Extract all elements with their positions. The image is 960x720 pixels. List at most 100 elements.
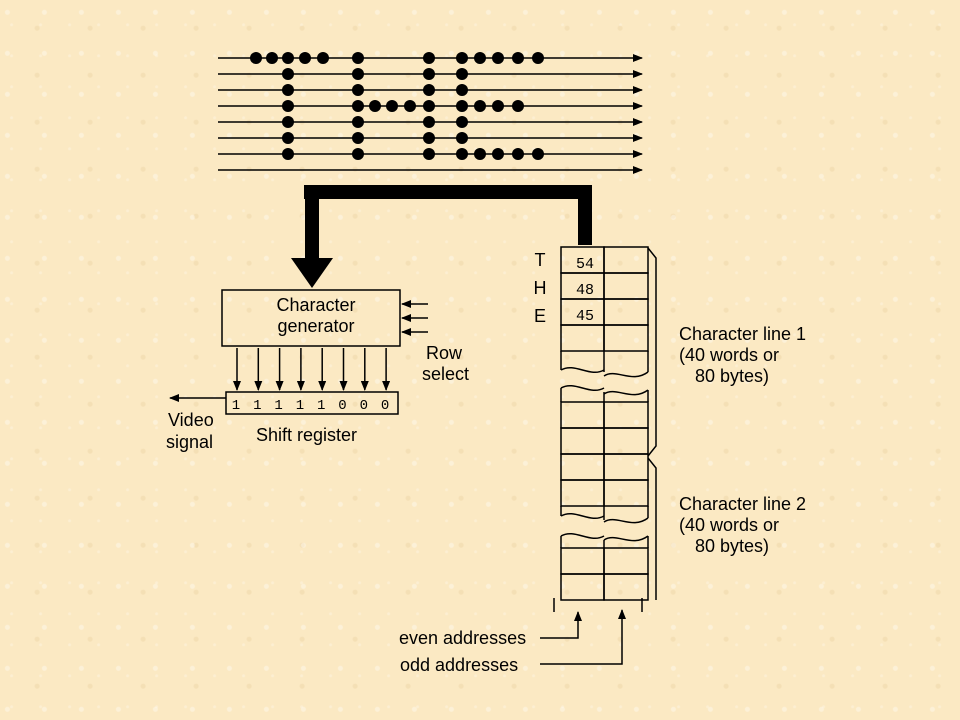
address-arrows — [540, 598, 643, 665]
memory-cell — [560, 547, 605, 575]
pixel-dot — [352, 148, 364, 160]
memory-code-54: 54 — [576, 256, 594, 273]
dot-letter-h — [352, 52, 435, 160]
memory-char-h: H — [534, 278, 547, 298]
memory-char-e: E — [534, 306, 546, 326]
memory-cell — [560, 479, 605, 507]
shift-register-bit: 1 — [274, 398, 282, 414]
character-line-braces — [647, 247, 657, 600]
memory-cell — [560, 573, 605, 601]
odd-address-arrow — [540, 609, 626, 665]
break-wave — [603, 371, 649, 378]
shift-register-label: Shift register — [256, 425, 357, 445]
pixel-dot — [474, 148, 486, 160]
break-wave — [603, 535, 649, 542]
pixel-dot — [456, 52, 468, 64]
pixel-dot — [266, 52, 278, 64]
break-wave — [560, 533, 605, 539]
pixel-dot — [299, 52, 311, 64]
memory-char-labels: T H E — [534, 250, 547, 326]
break-wave — [603, 389, 649, 396]
pixel-dot — [474, 100, 486, 112]
memory-char-t: T — [535, 250, 546, 270]
character-line-2-bytes: 80 bytes) — [695, 536, 769, 556]
shift-register-bit: 0 — [360, 398, 368, 414]
parallel-load-arrows — [233, 348, 391, 391]
pixel-dot — [492, 52, 504, 64]
pixel-dot — [423, 68, 435, 80]
pixel-dot — [352, 52, 364, 64]
pixel-dot — [423, 52, 435, 64]
even-addresses-label: even addresses — [399, 628, 526, 648]
shift-register-box — [225, 391, 399, 415]
memory-cell — [603, 479, 649, 507]
pixel-dot — [512, 148, 524, 160]
video-signal-label-line2: signal — [166, 432, 213, 452]
character-generator: Character generator — [221, 289, 401, 347]
character-generator-box — [221, 289, 401, 347]
memory-codes: 54 48 45 — [576, 256, 594, 325]
pixel-dot — [423, 116, 435, 128]
pixel-dot — [352, 132, 364, 144]
character-line-1-bytes: 80 bytes) — [695, 366, 769, 386]
pixel-dot — [352, 68, 364, 80]
pixel-dot — [423, 100, 435, 112]
row-select-label-line2: select — [422, 364, 469, 384]
memory-cell — [603, 246, 649, 274]
memory-code-45: 45 — [576, 308, 594, 325]
dot-letter-e — [456, 52, 544, 160]
memory-cell — [603, 272, 649, 300]
pixel-dot — [532, 52, 544, 64]
row-select-label-line1: Row — [426, 343, 463, 363]
memory-code-48: 48 — [576, 282, 594, 299]
dot-matrix-text — [250, 52, 544, 160]
pixel-dot — [474, 52, 486, 64]
odd-addresses-label: odd addresses — [400, 655, 518, 675]
memory-cell — [603, 324, 649, 352]
character-line-1-title: Character line 1 — [679, 324, 806, 344]
pixel-dot — [317, 52, 329, 64]
pixel-dot — [512, 52, 524, 64]
memory-cell — [603, 573, 649, 601]
pixel-dot — [512, 100, 524, 112]
pixel-dot — [532, 148, 544, 160]
pixel-dot — [456, 148, 468, 160]
pixel-dot — [456, 84, 468, 96]
shift-register-bit: 1 — [317, 398, 325, 414]
pixel-dot — [250, 52, 262, 64]
memory-cell — [560, 427, 605, 455]
pixel-dot — [352, 84, 364, 96]
pixel-dot — [386, 100, 398, 112]
shift-register-bit: 1 — [296, 398, 304, 414]
shift-register-bit: 1 — [253, 398, 261, 414]
brace-line-2 — [647, 457, 657, 600]
pixel-dot — [456, 116, 468, 128]
pixel-dot — [492, 148, 504, 160]
pixel-dot — [282, 52, 294, 64]
break-wave — [560, 513, 605, 519]
pixel-dot — [282, 132, 294, 144]
brace-line-1 — [647, 247, 657, 457]
pixel-dot — [492, 100, 504, 112]
pixel-dot — [282, 68, 294, 80]
memory-cell — [603, 401, 649, 429]
memory-block — [560, 246, 649, 601]
dot-letter-t — [250, 52, 329, 160]
pixel-dot — [282, 100, 294, 112]
memory-cell — [560, 453, 605, 481]
memory-cell — [603, 453, 649, 481]
pixel-dot — [456, 68, 468, 80]
shift-register-bit: 0 — [381, 398, 389, 414]
video-signal-label-line1: Video — [168, 410, 214, 430]
pixel-dot — [352, 116, 364, 128]
memory-cell — [560, 401, 605, 429]
pixel-dot — [282, 148, 294, 160]
pixel-dot — [369, 100, 381, 112]
memory-cell — [603, 547, 649, 575]
pixel-dot — [404, 100, 416, 112]
memory-cell — [560, 324, 605, 352]
character-line-2-title: Character line 2 — [679, 494, 806, 514]
